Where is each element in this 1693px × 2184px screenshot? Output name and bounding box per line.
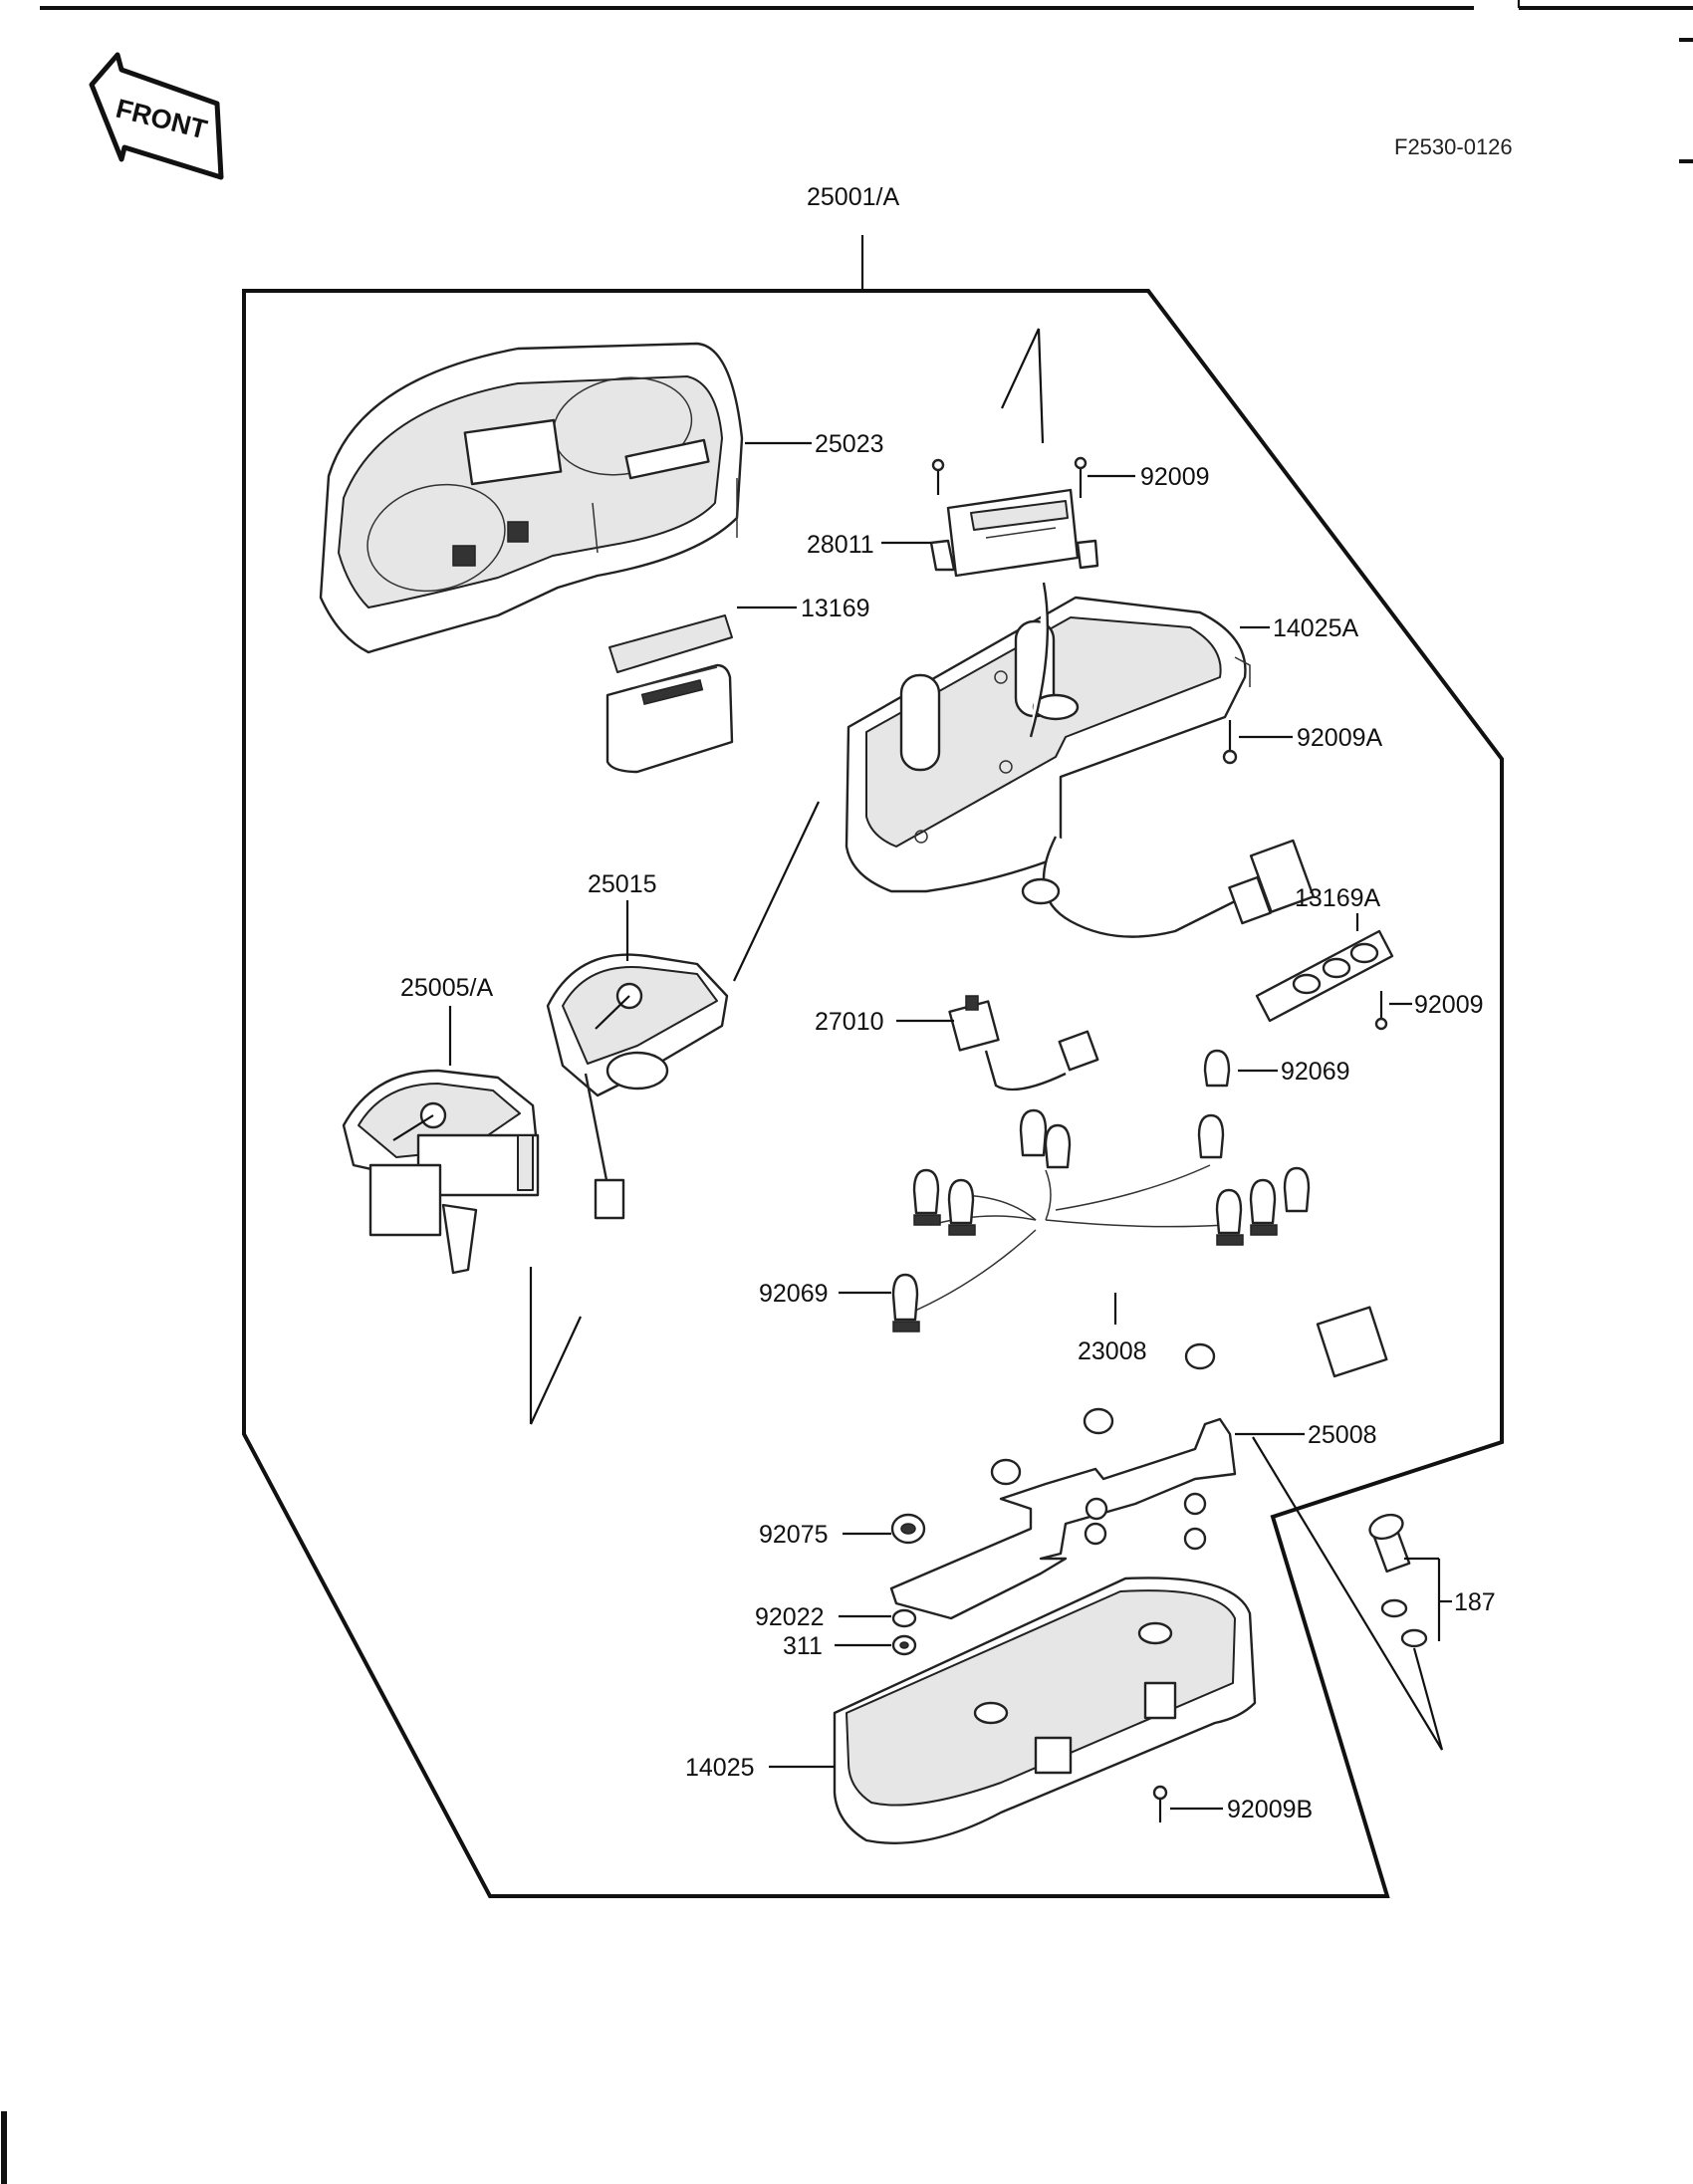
case-screw <box>1222 720 1238 765</box>
label-25008: 25008 <box>1308 1421 1377 1449</box>
wiring-harness <box>891 1108 1388 1378</box>
label-311: 311 <box>783 1632 823 1660</box>
bolt-set <box>1368 1513 1428 1648</box>
display-panel <box>605 614 734 774</box>
label-25015: 25015 <box>588 870 657 898</box>
bracket <box>889 1417 1237 1620</box>
lower-case <box>833 1577 1257 1844</box>
label-92009-panel: 92009 <box>1414 991 1484 1019</box>
instrument-housing-cover <box>319 342 744 654</box>
case-wiring <box>1021 836 1316 938</box>
upper-case <box>845 582 1251 893</box>
label-92009-top: 92009 <box>1140 463 1210 491</box>
switch <box>948 995 1099 1092</box>
control-unit-screws <box>931 456 1088 498</box>
collar <box>891 1608 917 1628</box>
label-13169A: 13169A <box>1295 884 1381 912</box>
assembly-boundary <box>242 289 1504 1898</box>
tachometer <box>546 953 729 1220</box>
panel-screw <box>1374 991 1388 1031</box>
label-14025: 14025 <box>685 1754 755 1782</box>
label-25023: 25023 <box>815 430 884 458</box>
bulb-single <box>1203 1049 1231 1088</box>
label-assembly: 25001/A <box>807 183 899 211</box>
assembly-guide-lines <box>529 328 1444 1751</box>
label-92069-harness: 92069 <box>759 1280 829 1308</box>
label-23008: 23008 <box>1078 1337 1147 1365</box>
label-13169: 13169 <box>801 595 870 622</box>
label-92075: 92075 <box>759 1521 829 1549</box>
label-92069-top: 92069 <box>1281 1058 1350 1086</box>
label-28011: 28011 <box>807 531 874 559</box>
label-14025A: 14025A <box>1273 614 1359 642</box>
label-25005A: 25005/A <box>400 974 493 1002</box>
label-92022: 92022 <box>755 1603 825 1631</box>
label-92009B: 92009B <box>1227 1796 1313 1823</box>
control-unit <box>929 488 1099 578</box>
harness-bulbs <box>891 1108 1311 1333</box>
front-arrow-icon: FRONT <box>89 52 224 180</box>
label-27010: 27010 <box>815 1008 884 1036</box>
nut <box>891 1634 917 1656</box>
speedometer <box>342 1069 540 1275</box>
grommets <box>890 1342 1216 1545</box>
indicator-panel <box>1255 929 1394 1023</box>
lower-case-screw <box>1152 1785 1168 1822</box>
label-187: 187 <box>1454 1588 1496 1616</box>
figure-code: F2530-0126 <box>1394 134 1513 159</box>
label-92009A: 92009A <box>1297 724 1383 752</box>
